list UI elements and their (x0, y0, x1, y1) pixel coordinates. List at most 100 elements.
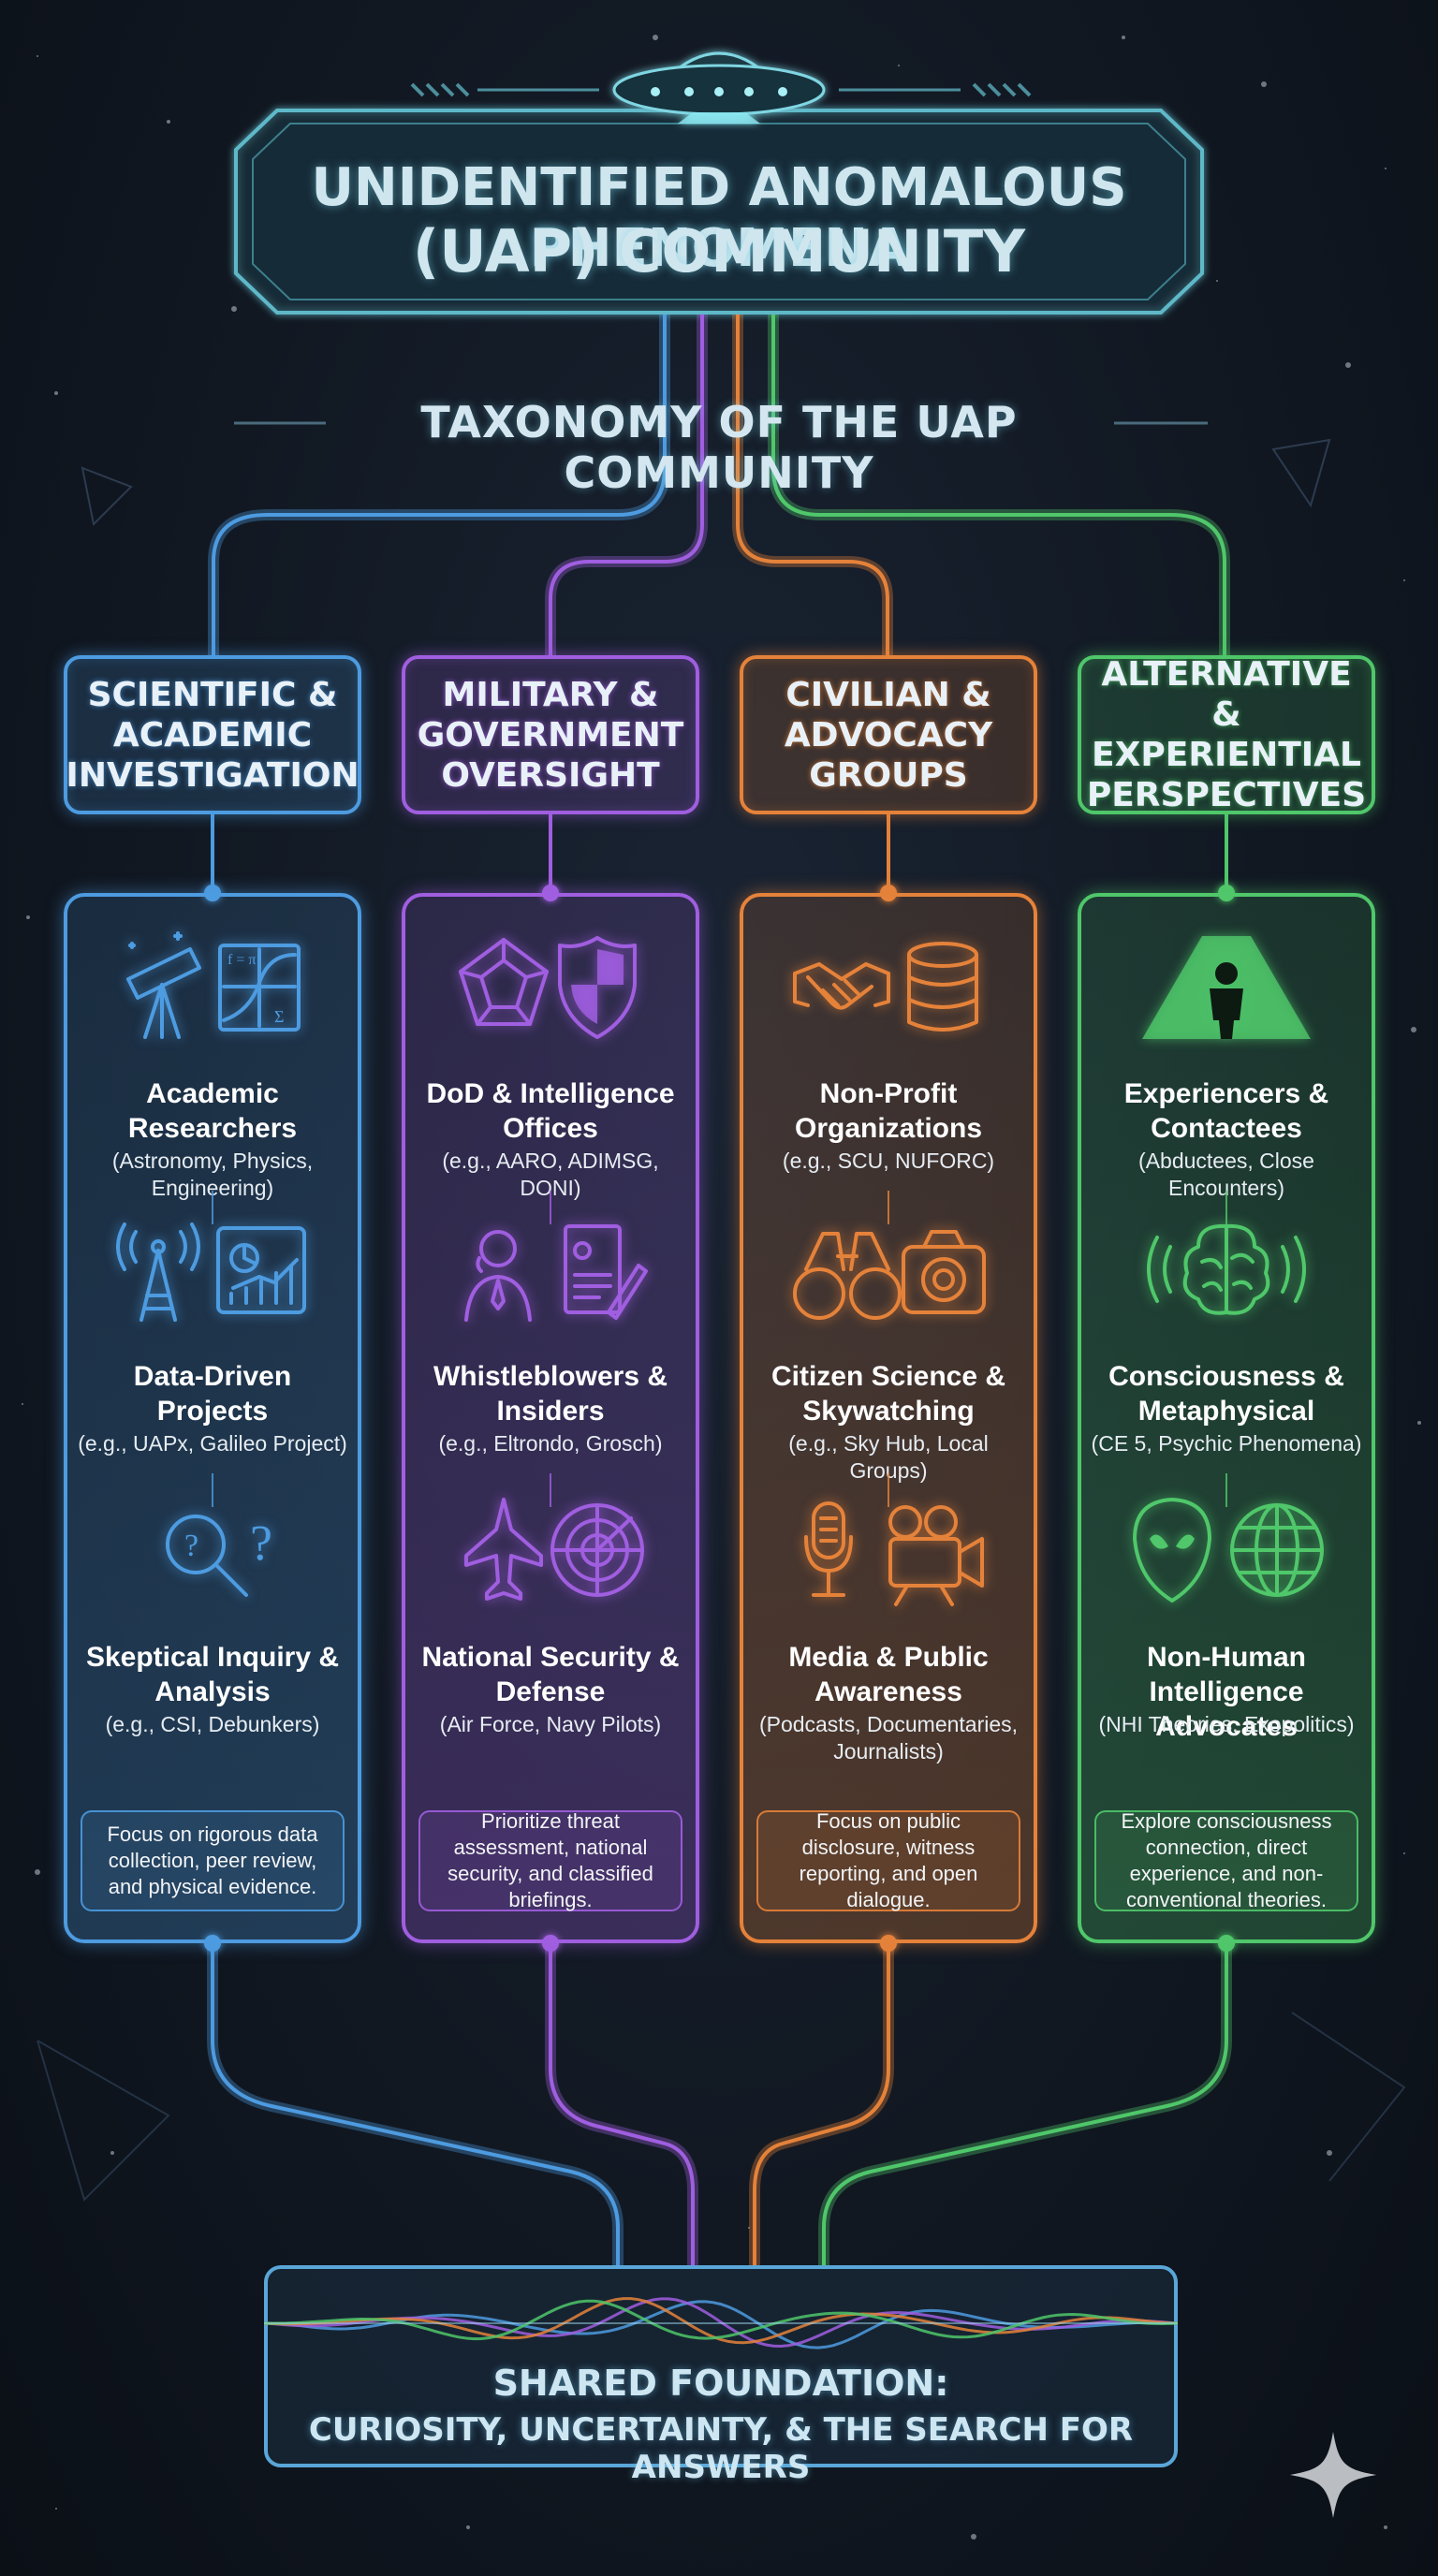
star (54, 391, 58, 395)
item-title: Whistleblowers & Insiders (433, 1361, 668, 1427)
svg-text:Σ: Σ (274, 1007, 284, 1026)
title-line-1: UNIDENTIFIED ANOMALOUS PHENOMENA (311, 157, 1127, 279)
pentagon-shield-icon (448, 927, 653, 1048)
star (167, 120, 170, 124)
frame-stripe (410, 82, 425, 97)
focus-note-scientific: Focus on rigorous data collection, peer … (81, 1810, 345, 1911)
decor-triangle (37, 2040, 170, 2202)
branch-connector (212, 315, 667, 655)
decor-triangle (81, 466, 133, 527)
item-connector (1225, 1191, 1227, 1224)
star (1345, 362, 1351, 368)
frame-stripe (440, 82, 455, 97)
category-header-civilian: CIVILIAN & ADVOCACY GROUPS (740, 655, 1037, 814)
item-subtitle: (NHI Theories, Exopolitics) (1098, 1712, 1355, 1736)
star (35, 1869, 40, 1875)
frame-stripe (1002, 82, 1017, 97)
decor-triangle (1291, 2012, 1406, 2182)
category-column-alternative (1078, 893, 1375, 1943)
item-subtitle: (e.g., Sky Hub, Local Groups) (788, 1431, 989, 1483)
item-connector (212, 1473, 213, 1507)
star (653, 35, 658, 40)
shared-foundation-subtitle: CURIOSITY, UNCERTAINTY, & THE SEARCH FOR… (308, 2411, 1134, 2486)
microphone-filmcamera-icon (785, 1490, 991, 1612)
item-title: Academic Researchers (127, 1078, 298, 1144)
wave-graphic (264, 2297, 1178, 2349)
category-column-scientific (64, 893, 361, 1943)
star (37, 55, 38, 57)
item-connector (550, 1191, 551, 1224)
svg-text:f = π: f = π (227, 952, 256, 968)
star (1327, 2150, 1332, 2156)
star (231, 306, 237, 312)
magnifier-question-icon: ?? (110, 1490, 315, 1612)
focus-note-alternative: Explore consciousness connection, direct… (1094, 1809, 1358, 1911)
star (898, 65, 900, 66)
branch-connector (549, 1943, 695, 2265)
telescope-math-icon: f = π Σ (110, 927, 315, 1048)
item-subtitle: (e.g., CSI, Debunkers) (105, 1712, 320, 1736)
item-title: Citizen Science & Skywatching (770, 1361, 1006, 1427)
star (110, 2151, 114, 2155)
item-title: Non-Human Intelligence Advocates (1147, 1642, 1306, 1742)
item-connector (212, 1191, 213, 1224)
item-connector (1225, 1473, 1227, 1507)
shared-foundation-title: SHARED FOUNDATION: (492, 2363, 949, 2404)
star (1403, 1852, 1405, 1854)
item-title: National Security & Defense (421, 1642, 680, 1707)
category-header-alternative: ALTERNATIVE & EXPERIENTIAL PERSPECTIVES (1078, 655, 1375, 814)
frame-stripe (1017, 82, 1032, 97)
category-column-civilian (740, 893, 1037, 1943)
jet-radar-icon (448, 1490, 653, 1612)
star (971, 2534, 976, 2539)
frame-stripe (972, 82, 987, 97)
item-subtitle: (Air Force, Navy Pilots) (439, 1712, 662, 1736)
handshake-database-icon (785, 927, 991, 1048)
branch-connector (549, 315, 704, 655)
star (748, 2227, 750, 2229)
focus-note-military: Prioritize threat assessment, national s… (418, 1809, 682, 1911)
decor-triangle (1271, 438, 1331, 508)
item-connector (888, 1191, 889, 1224)
branch-connector (753, 1943, 890, 2265)
branch-connector (822, 1943, 1228, 2265)
beam-person-icon (1123, 927, 1329, 1048)
focus-note-civilian: Focus on public disclosure, witness repo… (756, 1809, 1020, 1911)
star (55, 2508, 57, 2510)
person-document-icon (448, 1209, 653, 1331)
item-title: Non-Profit Organizations (794, 1078, 983, 1144)
title-line-2: (UAP) COMMUNITY (412, 217, 1026, 285)
item-connector (888, 1473, 889, 1507)
wave-line (264, 2297, 1178, 2345)
star (1385, 168, 1387, 169)
title-frame-inner (252, 123, 1186, 300)
antenna-chart-icon (110, 1209, 315, 1331)
star (26, 915, 30, 919)
title-frame (234, 109, 1204, 315)
item-title: Experiencers & Contactees (1123, 1078, 1329, 1144)
item-subtitle: (e.g., UAPx, Galileo Project) (78, 1431, 347, 1456)
item-subtitle: (e.g., Eltrondo, Grosch) (438, 1431, 663, 1456)
item-title: Skeptical Inquiry & Analysis (85, 1642, 340, 1707)
star (466, 2525, 470, 2529)
branch-connector (211, 1943, 620, 2265)
item-subtitle: (CE 5, Psychic Phenomena) (1091, 1431, 1362, 1456)
branch-connector (736, 315, 889, 655)
star (1417, 1421, 1421, 1425)
star (1122, 36, 1125, 39)
category-header-scientific: SCIENTIFIC & ACADEMIC INVESTIGATION (64, 655, 361, 814)
star (1403, 579, 1405, 581)
alien-globe-icon (1123, 1490, 1329, 1612)
frame-stripe (455, 82, 470, 97)
brain-waves-icon (1123, 1209, 1329, 1331)
svg-text:?: ? (184, 1529, 198, 1563)
taxonomy-subtitle: TAXONOMY OF THE UAP COMMUNITY (420, 397, 1018, 498)
ufo-icon (612, 51, 826, 124)
sparkle-icon (1290, 2432, 1376, 2518)
binoculars-camera-icon (785, 1209, 991, 1331)
branch-connector (771, 315, 1226, 655)
star (22, 1403, 23, 1405)
star (1411, 1027, 1416, 1032)
